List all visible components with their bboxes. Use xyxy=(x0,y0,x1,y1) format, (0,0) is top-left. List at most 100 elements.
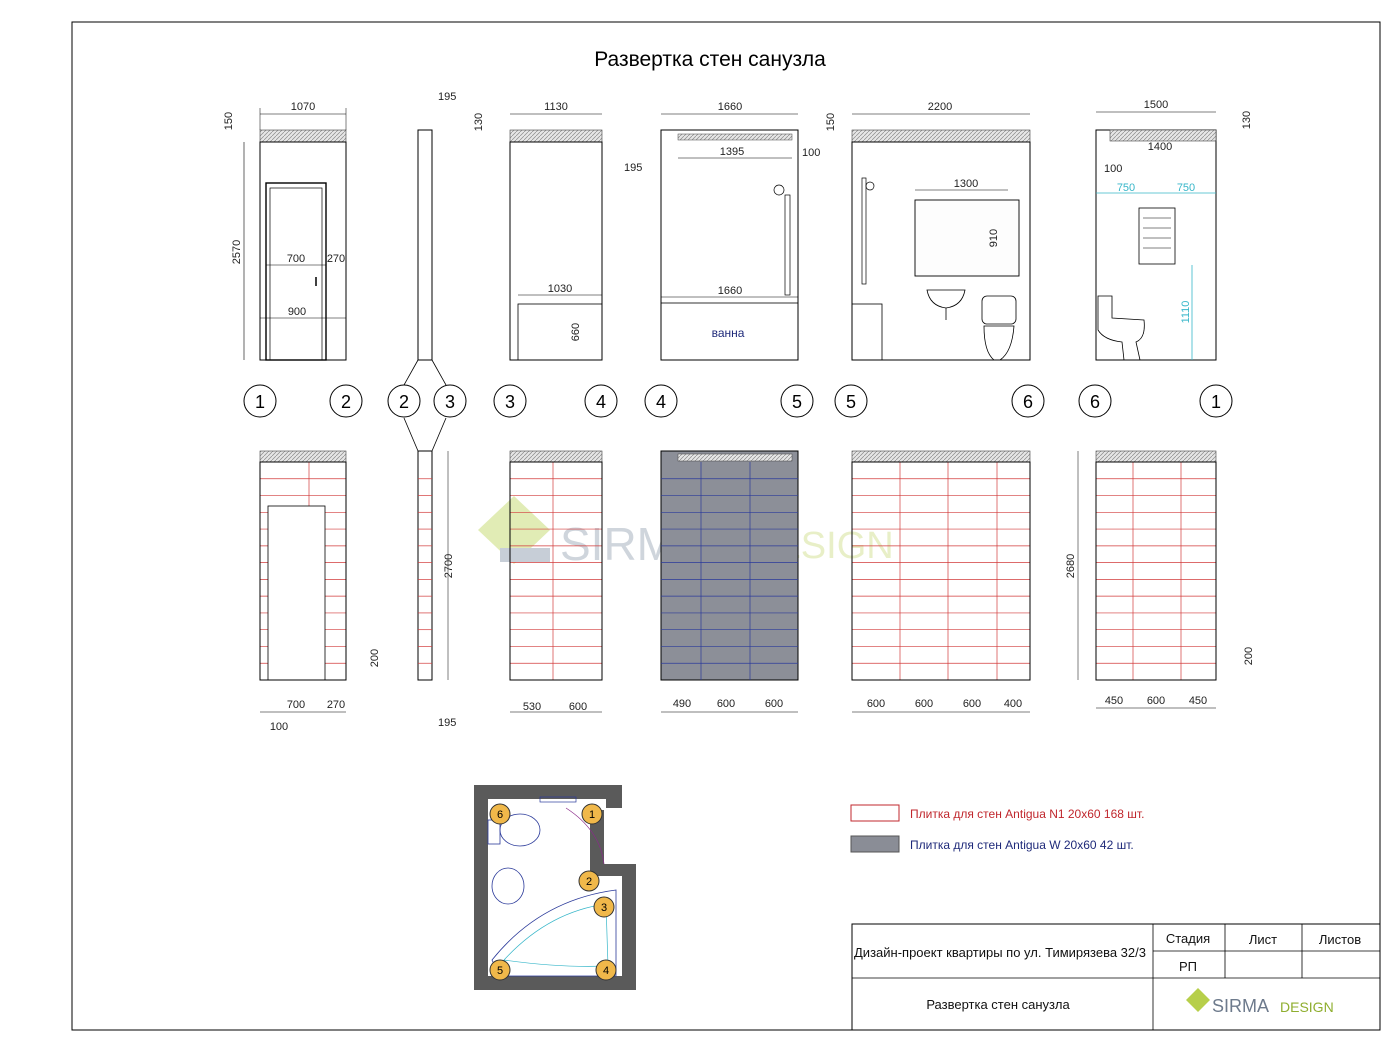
towel-rail-icon xyxy=(1138,207,1176,265)
svg-text:2: 2 xyxy=(586,876,592,888)
plan-marker: 2 xyxy=(578,870,600,892)
svg-text:150: 150 xyxy=(825,113,837,131)
shower-rail xyxy=(784,194,791,296)
stamp-sheets-label: Листов xyxy=(1319,932,1361,947)
svg-text:600: 600 xyxy=(717,698,735,710)
svg-text:4: 4 xyxy=(603,965,609,977)
svg-text:195: 195 xyxy=(624,162,642,174)
elevation-wall-4-5: 1660 195 1395 100 1660 ванна 490 600 600 xyxy=(624,101,820,713)
axis-marker: 3 xyxy=(433,384,467,418)
svg-text:530: 530 xyxy=(523,701,541,713)
axis-markers: 1 2 2 3 3 4 4 5 5 6 6 1 xyxy=(243,384,1233,418)
stamp-logo-primary: SIRMA xyxy=(1212,996,1269,1016)
sheet-frame xyxy=(71,21,1381,1031)
svg-text:600: 600 xyxy=(915,698,933,710)
svg-text:600: 600 xyxy=(867,698,885,710)
svg-text:195: 195 xyxy=(438,717,456,729)
svg-text:450: 450 xyxy=(1189,695,1207,707)
svg-text:1070: 1070 xyxy=(291,101,315,113)
svg-text:6: 6 xyxy=(1090,392,1100,412)
svg-text:1660: 1660 xyxy=(718,285,742,297)
svg-text:130: 130 xyxy=(473,113,485,131)
plan-door-swing xyxy=(565,807,605,865)
plan-markers: 6 1 2 3 5 4 xyxy=(489,803,617,981)
svg-text:450: 450 xyxy=(1105,695,1123,707)
plan-marker: 5 xyxy=(489,959,511,981)
svg-text:150: 150 xyxy=(223,112,235,130)
svg-text:2: 2 xyxy=(399,392,409,412)
svg-text:100: 100 xyxy=(802,147,820,159)
svg-text:910: 910 xyxy=(988,229,1000,247)
stamp-logo: SIRMA DESIGN xyxy=(1186,988,1334,1016)
plan-marker: 6 xyxy=(489,803,511,825)
svg-text:1300: 1300 xyxy=(954,178,978,190)
svg-text:270: 270 xyxy=(327,699,345,711)
svg-text:270: 270 xyxy=(327,253,345,265)
svg-text:5: 5 xyxy=(497,965,503,977)
elevation-wall-1-2: 1070 150 2570 700 270 900 700 270 100 20… xyxy=(223,101,381,733)
plan-sink-icon xyxy=(491,867,525,905)
svg-text:600: 600 xyxy=(569,701,587,713)
axis-marker: 4 xyxy=(644,384,678,418)
svg-text:100: 100 xyxy=(1104,163,1122,175)
svg-text:1500: 1500 xyxy=(1144,99,1168,111)
bathtub-outline xyxy=(660,302,799,361)
axis-marker: 6 xyxy=(1078,384,1112,418)
svg-text:4: 4 xyxy=(596,392,606,412)
svg-text:1: 1 xyxy=(1211,392,1221,412)
svg-text:490: 490 xyxy=(673,698,691,710)
svg-text:1395: 1395 xyxy=(720,146,744,158)
svg-text:200: 200 xyxy=(1243,647,1255,665)
stamp-logo-secondary: DESIGN xyxy=(1280,999,1334,1015)
axis-marker: 2 xyxy=(387,384,421,418)
axis-marker: 2 xyxy=(329,384,363,418)
svg-text:600: 600 xyxy=(765,698,783,710)
mirror-outline xyxy=(914,199,1020,277)
tile-grid-wall-5-6 xyxy=(852,462,1030,680)
sink-icon xyxy=(926,289,966,309)
elevation-wall-5-6: 2200 150 1300 910 600 600 600 400 xyxy=(825,101,1031,713)
svg-text:750: 750 xyxy=(1177,182,1195,194)
axis-marker: 5 xyxy=(780,384,814,418)
svg-text:700: 700 xyxy=(287,699,305,711)
tile-grid-wall-4-5 xyxy=(661,462,798,680)
legend-swatch-gray xyxy=(850,835,900,853)
svg-text:3: 3 xyxy=(505,392,515,412)
svg-text:900: 900 xyxy=(288,306,306,318)
plan-bathtub-icon xyxy=(491,889,617,977)
svg-text:600: 600 xyxy=(1147,695,1165,707)
toilet-icon xyxy=(981,295,1017,325)
svg-text:1: 1 xyxy=(255,392,265,412)
svg-text:1400: 1400 xyxy=(1148,141,1172,153)
svg-text:600: 600 xyxy=(963,698,981,710)
svg-text:2680: 2680 xyxy=(1065,554,1077,578)
shower-head-icon xyxy=(773,184,785,196)
svg-text:3: 3 xyxy=(601,902,607,914)
plan-marker: 4 xyxy=(595,959,617,981)
svg-text:1: 1 xyxy=(589,809,595,821)
stamp-project: Дизайн-проект квартиры по ул. Тимирязева… xyxy=(854,945,1146,960)
elevation-wall-6-1: 1500 130 1400 100 750 750 1110 2680 200 … xyxy=(1065,99,1255,709)
svg-text:700: 700 xyxy=(287,253,305,265)
bathtub-label: ванна xyxy=(712,326,745,340)
tile-grid-wall-6-1 xyxy=(1096,462,1216,680)
gray-tile-fill xyxy=(660,450,799,681)
svg-text:195: 195 xyxy=(438,91,456,103)
plan-marker: 3 xyxy=(593,896,615,918)
svg-text:3: 3 xyxy=(445,392,455,412)
floor-plan: 6 1 2 3 5 4 xyxy=(474,785,636,990)
svg-text:6: 6 xyxy=(497,809,503,821)
title-block: Дизайн-проект квартиры по ул. Тимирязева… xyxy=(851,923,1381,1031)
legend-swatch-red xyxy=(850,804,900,822)
svg-text:200: 200 xyxy=(369,649,381,667)
elevation-wall-3-4: 1130 130 1030 660 530 600 xyxy=(473,101,603,713)
svg-text:5: 5 xyxy=(846,392,856,412)
cabinet-outline xyxy=(517,303,603,361)
axis-marker: 6 xyxy=(1011,384,1045,418)
door-opening xyxy=(267,505,326,681)
svg-text:2: 2 xyxy=(341,392,351,412)
svg-text:1030: 1030 xyxy=(548,283,572,295)
axis-marker: 1 xyxy=(1199,384,1233,418)
stamp-stage-value: РП xyxy=(1179,959,1197,974)
